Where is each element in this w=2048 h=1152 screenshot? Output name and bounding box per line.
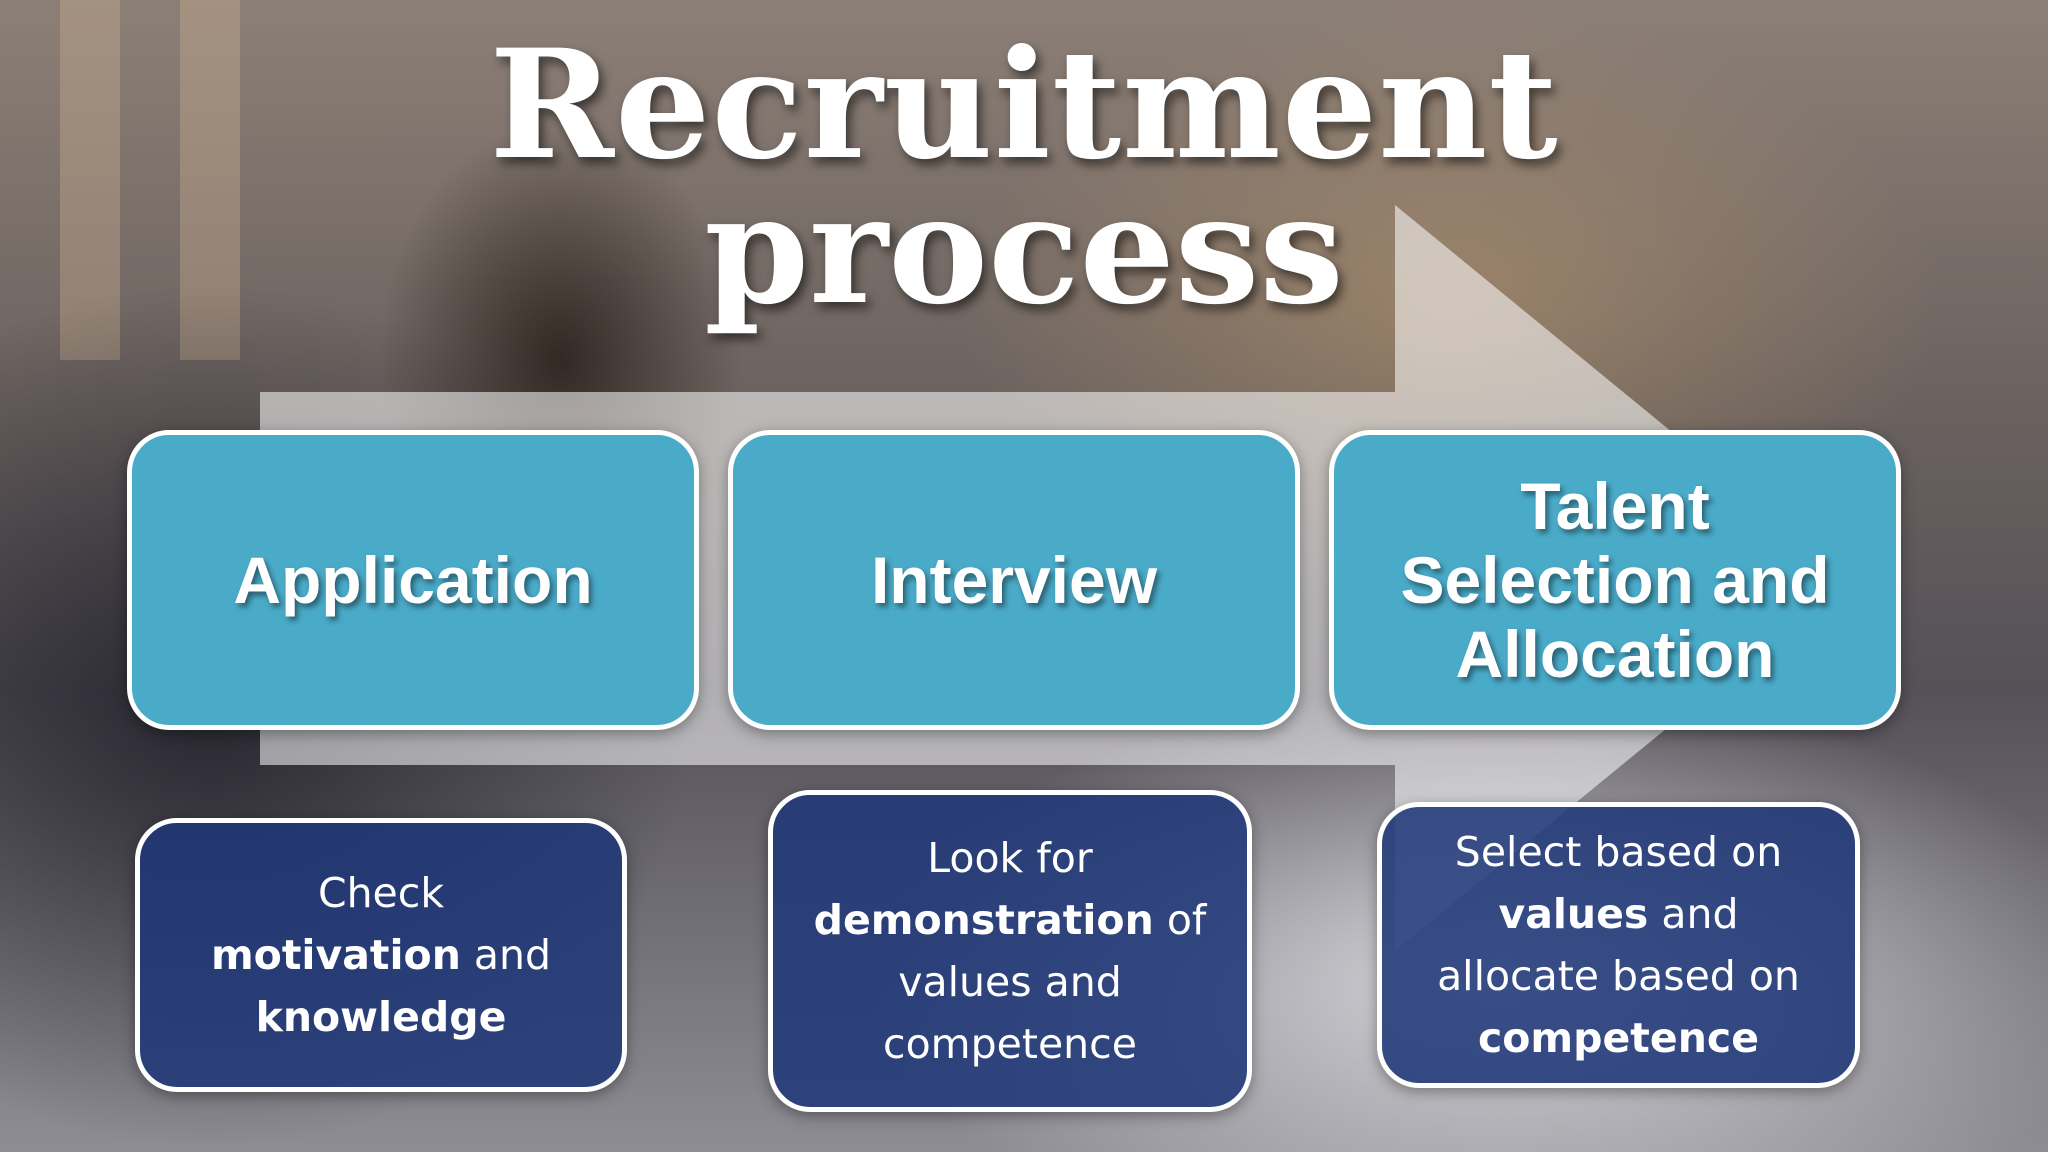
step-application: Application bbox=[127, 430, 699, 730]
description-text: Select based on bbox=[1454, 828, 1783, 876]
step-label: Interview bbox=[870, 543, 1158, 617]
title-line-2: process bbox=[704, 162, 1344, 338]
description-text: and bbox=[460, 931, 552, 979]
description-text: and bbox=[1648, 890, 1739, 938]
description-keyword: competence bbox=[1477, 1014, 1760, 1062]
description-text: values and bbox=[898, 958, 1122, 1006]
description-text: of bbox=[1153, 896, 1207, 944]
step-talent-selection: Talent Selection and Allocation bbox=[1329, 430, 1901, 730]
step-label: Application bbox=[233, 543, 593, 617]
description-text: allocate based on bbox=[1437, 952, 1800, 1000]
description-text: Check bbox=[317, 869, 445, 917]
step-interview: Interview bbox=[728, 430, 1300, 730]
step-label: Talent Selection and Allocation bbox=[1400, 469, 1829, 691]
description-text: Look for bbox=[927, 834, 1093, 882]
description-keyword: values bbox=[1498, 890, 1649, 938]
description-talent-selection: Select based on values and allocate base… bbox=[1377, 802, 1860, 1088]
description-interview: Look for demonstration of values and com… bbox=[768, 790, 1252, 1112]
description-keyword: knowledge bbox=[255, 993, 507, 1041]
description-keyword: demonstration bbox=[813, 896, 1154, 944]
description-keyword: motivation bbox=[210, 931, 461, 979]
step-label-line: Allocation bbox=[1455, 617, 1775, 691]
title-line-1: Recruitment bbox=[489, 17, 1559, 193]
step-label-line: Talent bbox=[1520, 469, 1710, 543]
description-text: competence bbox=[883, 1020, 1137, 1068]
step-label-line: Selection and bbox=[1400, 543, 1830, 617]
description-application: Check motivation and knowledge bbox=[135, 818, 627, 1092]
